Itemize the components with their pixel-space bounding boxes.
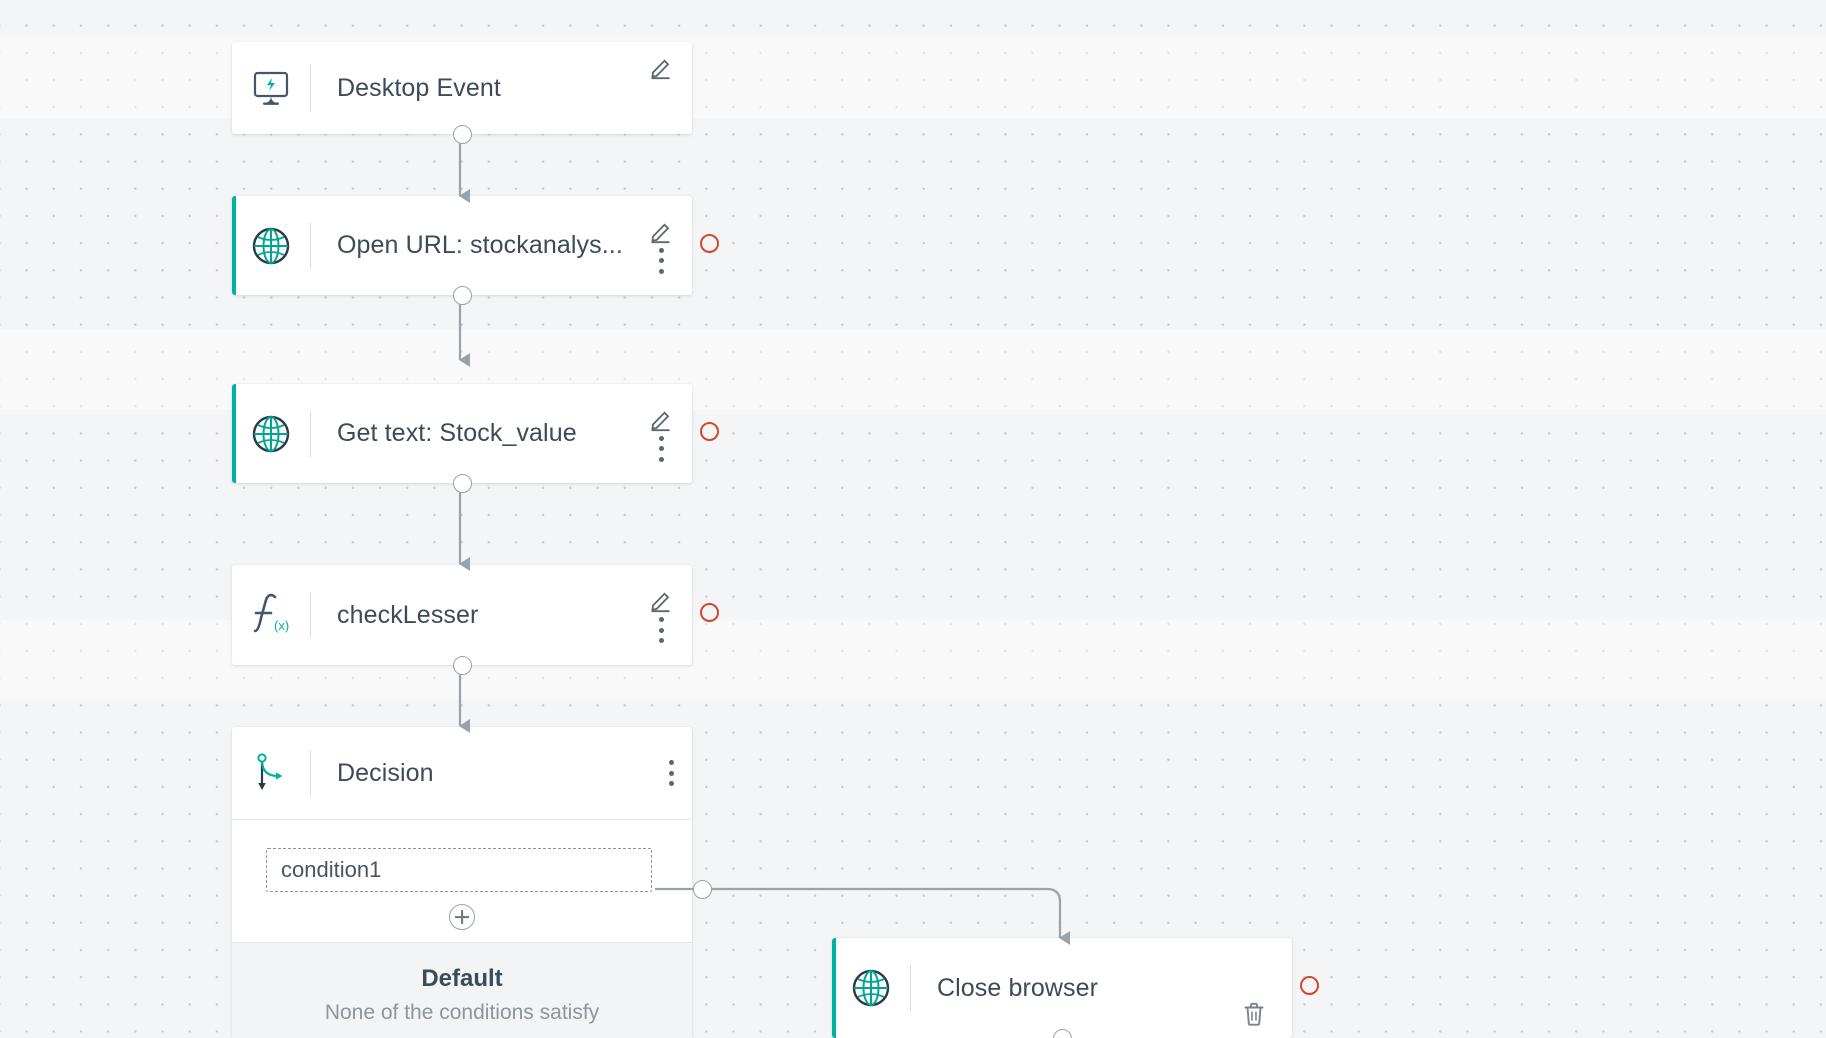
- node-divider: [310, 222, 311, 269]
- error-port[interactable]: [700, 422, 719, 441]
- output-port[interactable]: [453, 656, 472, 675]
- node-open-url[interactable]: Open URL: stockanalys...: [232, 196, 719, 305]
- more-options-icon[interactable]: [658, 247, 664, 274]
- error-port[interactable]: [700, 234, 719, 253]
- pencil-icon[interactable]: [648, 406, 674, 432]
- output-port[interactable]: [453, 125, 472, 144]
- more-options-icon[interactable]: [658, 617, 664, 643]
- node-actions[interactable]: [1240, 938, 1268, 1038]
- globe-icon: [232, 410, 310, 458]
- node-title: Close browser: [937, 973, 1099, 1002]
- node-close-browser[interactable]: Close browser: [832, 938, 1319, 1038]
- more-options-icon[interactable]: [658, 435, 664, 462]
- default-subtitle: None of the conditions satisfy: [324, 1001, 600, 1024]
- pencil-icon[interactable]: [648, 218, 674, 244]
- decision-conditions: condition1: [232, 820, 692, 942]
- node-actions[interactable]: [668, 727, 674, 819]
- monitor-event-icon: [232, 65, 310, 111]
- function-fx-icon: (x): [232, 591, 310, 639]
- pencil-icon[interactable]: [648, 587, 674, 613]
- add-condition-icon[interactable]: [449, 904, 475, 930]
- node-title: Desktop Event: [337, 73, 501, 102]
- condition-item[interactable]: condition1: [266, 848, 652, 892]
- condition-output-port[interactable]: [693, 880, 712, 899]
- output-port[interactable]: [453, 286, 472, 305]
- svg-text:(x): (x): [274, 618, 289, 633]
- add-condition-row[interactable]: [232, 892, 692, 942]
- node-divider: [310, 592, 311, 638]
- node-title: Open URL: stockanalys...: [337, 231, 623, 259]
- error-port[interactable]: [700, 603, 719, 622]
- node-decision[interactable]: Decision condition1 Default None of the …: [232, 727, 712, 1038]
- node-divider: [310, 65, 311, 111]
- node-divider: [310, 410, 311, 457]
- node-get-text[interactable]: Get text: Stock_value: [232, 384, 719, 493]
- node-check-lesser[interactable]: (x) checkLesser: [232, 565, 719, 675]
- node-desktop-event[interactable]: Desktop Event: [232, 42, 692, 144]
- node-title: Decision: [337, 758, 434, 787]
- error-port[interactable]: [1300, 976, 1319, 995]
- node-divider: [310, 750, 311, 796]
- decision-branch-icon: [232, 750, 310, 796]
- pencil-icon[interactable]: [648, 54, 674, 80]
- node-actions[interactable]: [648, 196, 674, 295]
- condition-label: condition1: [281, 857, 382, 882]
- node-divider: [910, 965, 911, 1011]
- globe-icon: [832, 964, 910, 1012]
- trash-icon[interactable]: [1240, 1000, 1268, 1028]
- decision-header[interactable]: Decision: [232, 727, 692, 820]
- globe-icon: [232, 222, 310, 270]
- output-port[interactable]: [453, 474, 472, 493]
- node-title: Get text: Stock_value: [337, 419, 577, 447]
- node-actions[interactable]: [648, 384, 674, 483]
- decision-default-branch[interactable]: Default None of the conditions satisfy: [232, 942, 692, 1038]
- node-actions[interactable]: [648, 565, 674, 665]
- more-options-icon[interactable]: [668, 760, 674, 786]
- node-actions[interactable]: [648, 42, 674, 146]
- default-title: Default: [421, 965, 503, 992]
- node-title: checkLesser: [337, 600, 479, 629]
